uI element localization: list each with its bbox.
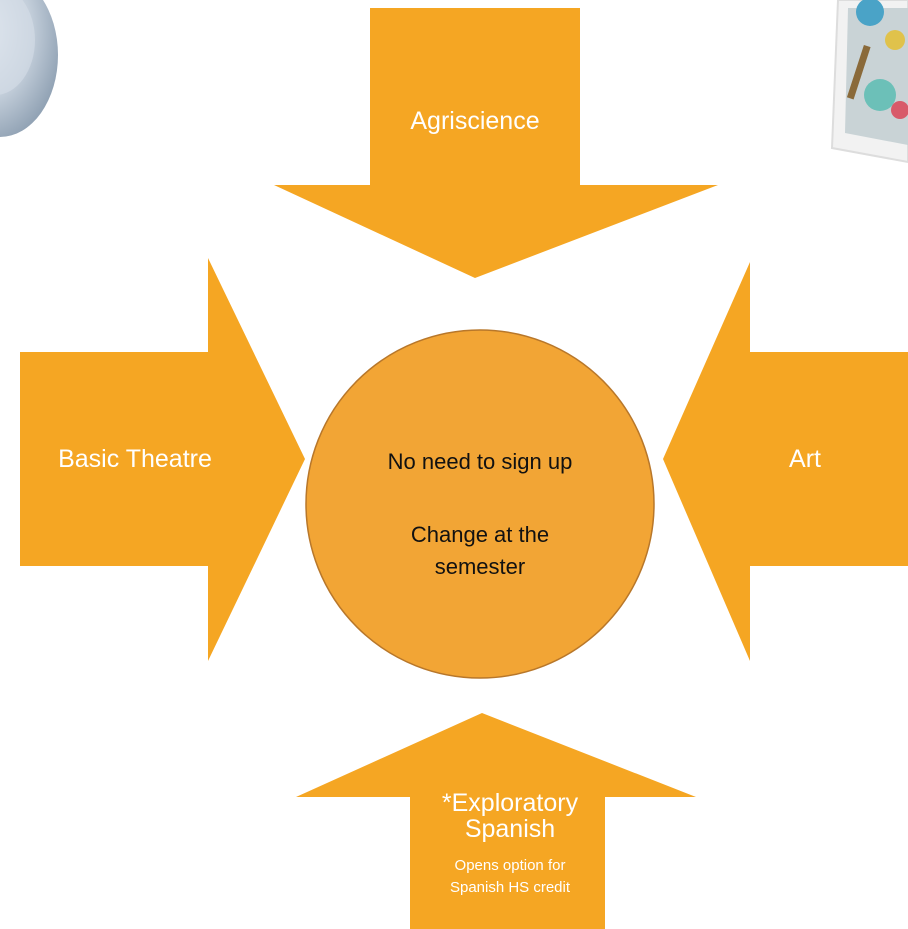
center-text-line3: semester bbox=[434, 554, 526, 579]
center-text-line1: No need to sign up bbox=[387, 449, 573, 474]
basic-theatre-label: Basic Theatre bbox=[58, 445, 212, 473]
center-circle bbox=[305, 329, 655, 679]
exploratory-label-line2: Spanish bbox=[464, 815, 556, 843]
spanish-credit-note-line2: Spanish HS credit bbox=[449, 879, 571, 896]
agriscience-label: Agriscience bbox=[410, 107, 540, 135]
paint-palette-photo-fragment bbox=[830, 0, 908, 164]
art-label: Art bbox=[789, 445, 821, 473]
arrow-right-art bbox=[663, 262, 908, 661]
exploratory-label-line1: *Exploratory bbox=[441, 789, 579, 817]
spanish-credit-note-line1: Opens option for bbox=[454, 857, 566, 874]
arrow-top-agriscience bbox=[274, 8, 718, 278]
center-text-line2: Change at the bbox=[410, 522, 550, 547]
globe-photo-fragment bbox=[0, 0, 58, 137]
arrow-bottom-exploratory-spanish bbox=[296, 713, 696, 929]
arrow-left-basic-theatre bbox=[20, 258, 305, 661]
